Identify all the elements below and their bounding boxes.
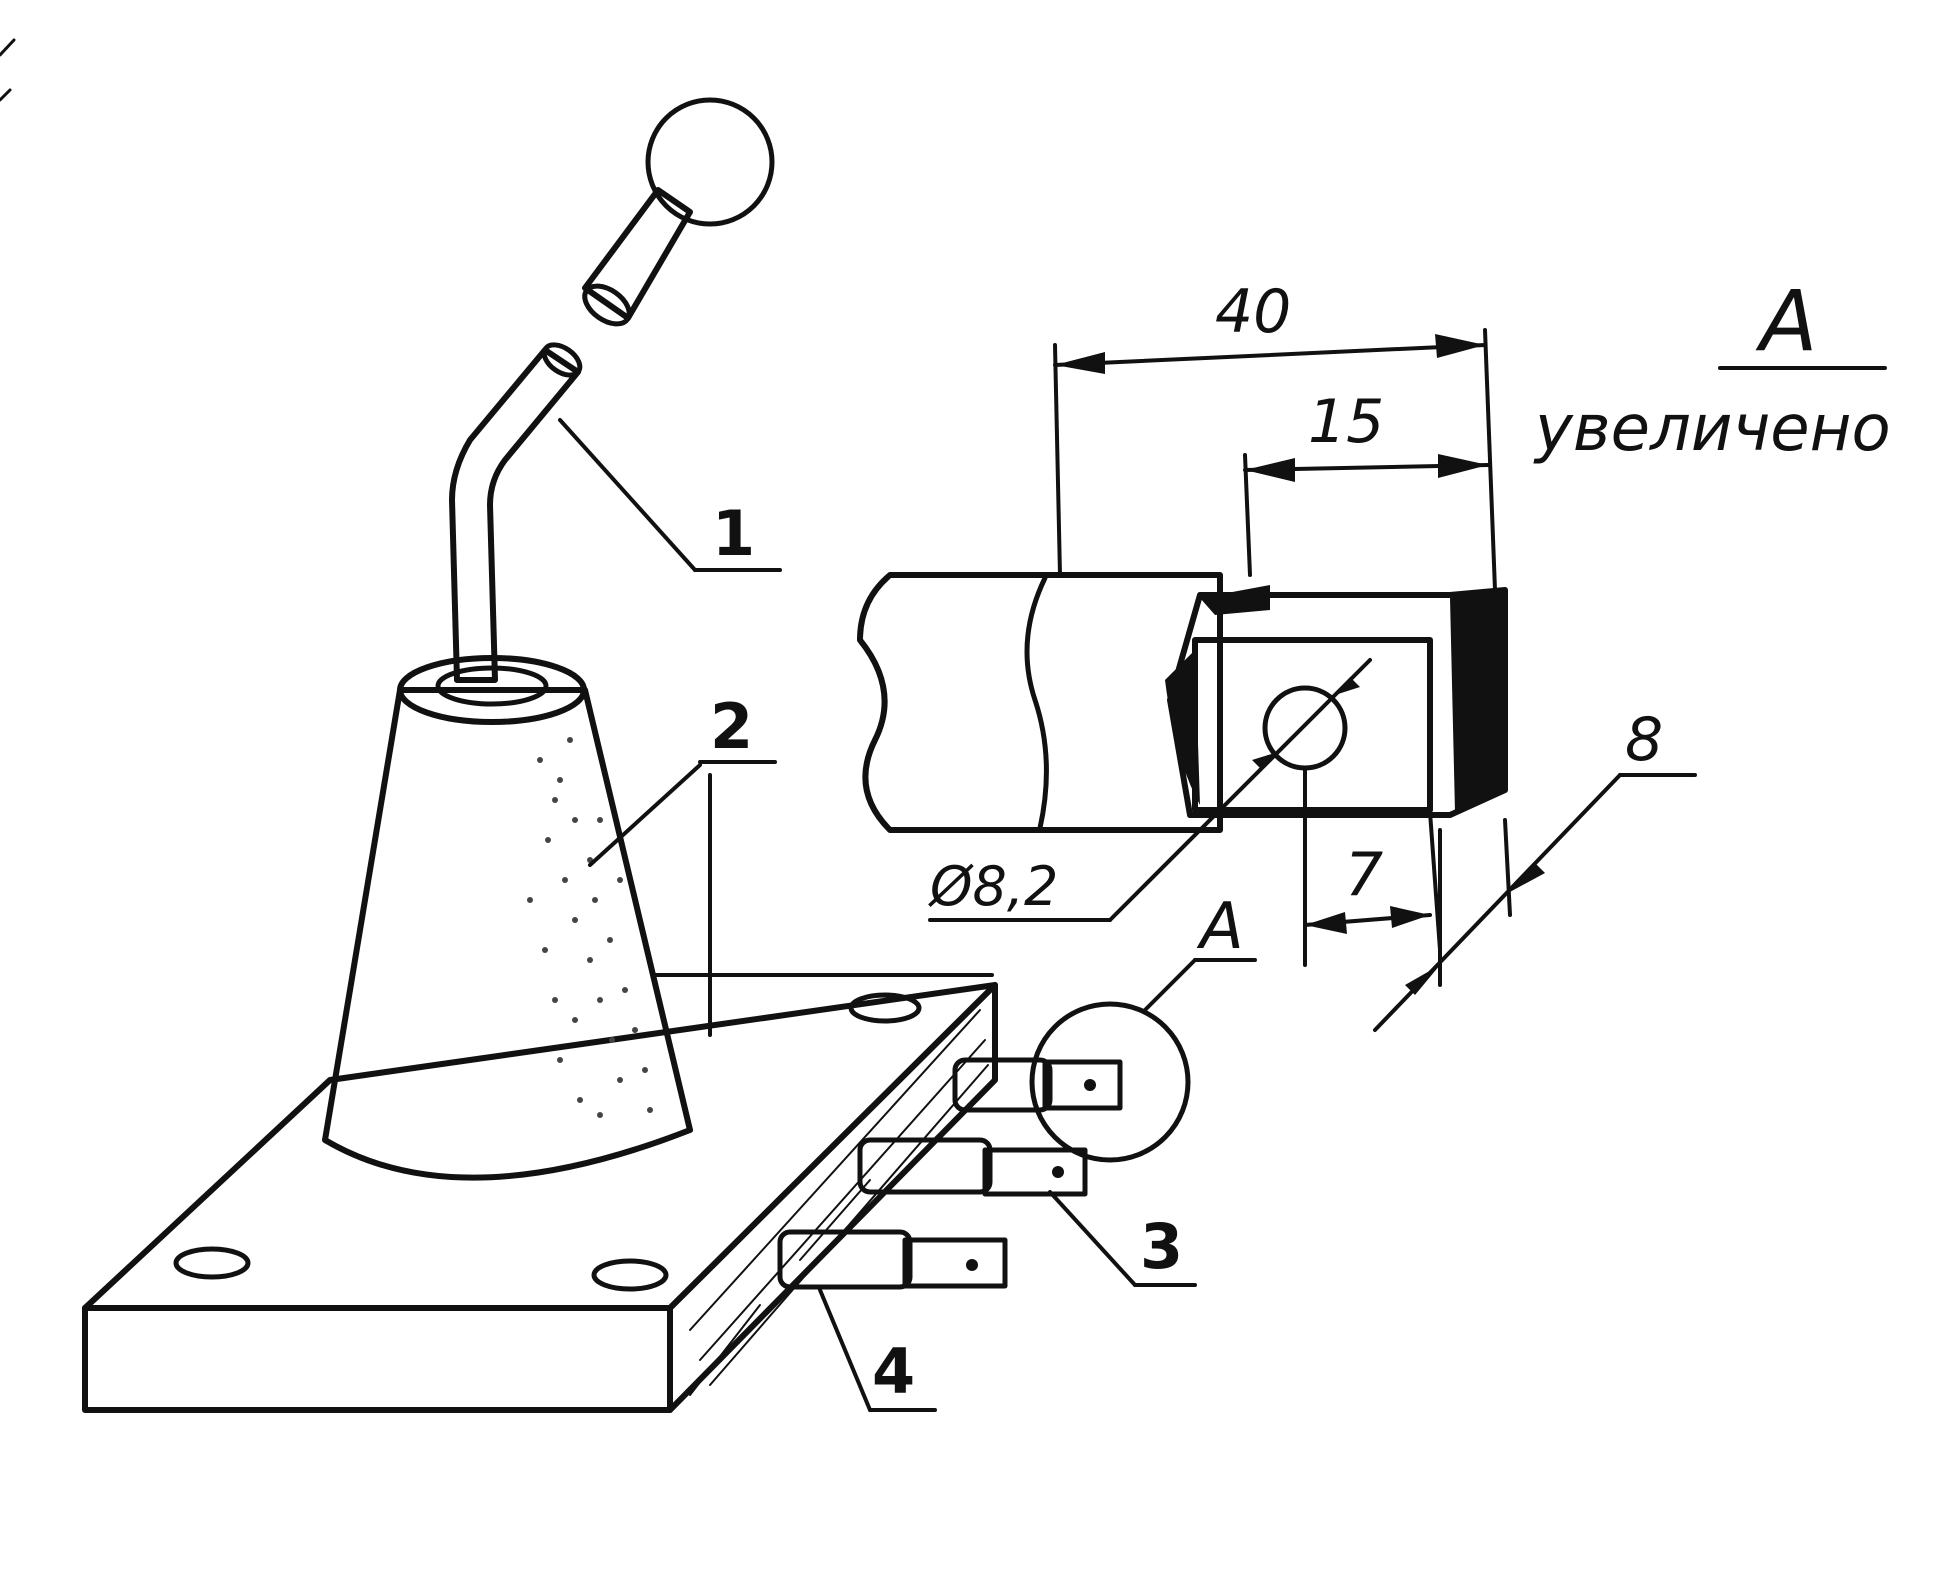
view-title: А увеличено bbox=[1533, 272, 1891, 466]
detail-hole bbox=[1262, 685, 1348, 771]
cone-body bbox=[322, 687, 693, 1181]
dim40-ext-left bbox=[1053, 343, 1062, 577]
base-plate bbox=[82, 982, 998, 1413]
detail-blade-face bbox=[1192, 637, 1433, 813]
dim-15-label: 15 bbox=[1308, 387, 1384, 457]
detail-crimp bbox=[1024, 575, 1049, 831]
offset-guide bbox=[653, 773, 994, 1037]
dim-7-label: 7 bbox=[1345, 840, 1383, 910]
dim-40-label: 40 bbox=[1215, 277, 1291, 347]
detail-rod bbox=[857, 572, 1223, 833]
diameter-leader bbox=[1108, 658, 1372, 922]
terminals: А bbox=[777, 890, 1257, 1290]
knob-highlight bbox=[684, 137, 710, 173]
knob-stem bbox=[582, 187, 693, 321]
dim40-ext-right bbox=[1483, 328, 1497, 592]
callout-2-label: 2 bbox=[710, 690, 753, 763]
terminal-top-barrel bbox=[952, 1057, 1053, 1113]
detail-blade-edge bbox=[1450, 590, 1505, 812]
dim-8-label: 8 bbox=[1625, 705, 1663, 775]
callout-3: 3 bbox=[1048, 1190, 1197, 1287]
terminal-mid-barrel bbox=[857, 1137, 993, 1195]
diameter-label: Ø8,2 bbox=[928, 855, 1058, 918]
callout-4-label: 4 bbox=[872, 1335, 915, 1408]
dim8-ext-right bbox=[1503, 818, 1512, 917]
knob-ball bbox=[645, 97, 775, 227]
mount-hole-1 bbox=[173, 1246, 251, 1280]
dim15-ext bbox=[1243, 453, 1252, 577]
terminal-mid-blade bbox=[982, 1147, 1088, 1197]
detail-blade-shadow bbox=[1165, 650, 1200, 805]
callout-2: 2 bbox=[588, 690, 777, 867]
callout-3-label: 3 bbox=[1140, 1210, 1183, 1283]
lever-rod bbox=[449, 342, 583, 683]
detail-circle-a bbox=[1029, 1001, 1191, 1163]
cone-housing bbox=[322, 655, 693, 1181]
callout-1-label: 1 bbox=[712, 497, 755, 570]
base-plate-side bbox=[667, 982, 998, 1413]
base-plate-front bbox=[82, 1305, 673, 1413]
callout-1: 1 bbox=[558, 418, 782, 572]
corner-marks bbox=[0, 38, 16, 102]
lever-knob bbox=[582, 97, 775, 327]
terminal-low-blade bbox=[902, 1237, 1008, 1289]
lever-rod-body bbox=[449, 347, 581, 683]
detail-view-a: Ø8,2 40 15 7 8 bbox=[857, 277, 1697, 1032]
mount-hole-2 bbox=[591, 1258, 669, 1292]
view-title-subtitle: увеличено bbox=[1533, 392, 1891, 466]
dim40-line bbox=[1053, 343, 1487, 367]
callout-4: 4 bbox=[818, 1288, 937, 1412]
terminal-top-blade bbox=[1042, 1059, 1123, 1111]
side-hatching bbox=[689, 1009, 989, 1396]
detail-ref-label: А bbox=[1196, 890, 1244, 964]
terminal-low-barrel bbox=[777, 1229, 913, 1290]
mount-hole-3 bbox=[848, 992, 922, 1024]
knob-stem-end bbox=[582, 283, 632, 327]
view-title-letter: А bbox=[1755, 272, 1817, 370]
lever-rod-end bbox=[541, 342, 583, 378]
cone-stipple bbox=[527, 737, 653, 1118]
